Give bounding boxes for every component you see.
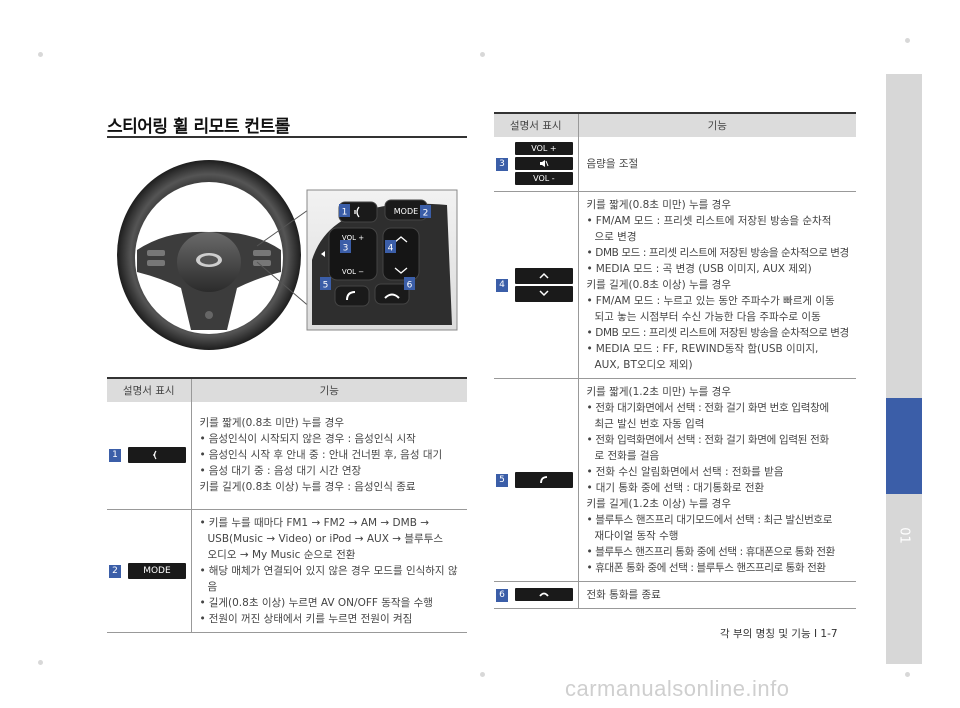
row-number-badge: 4 — [496, 278, 508, 292]
desc-line: 키를 길게(0.8초 이상) 누를 경우 — [586, 278, 732, 291]
desc-line: 전화 통화를 종료 — [586, 588, 661, 601]
svg-text:2: 2 — [423, 209, 429, 219]
left-function-table: 설명서 표시 기능 1 키를 짧게(0.8초 미만) 누를 경우 음성인식이 시… — [107, 377, 467, 633]
column-header-indicator: 설명서 표시 — [107, 377, 192, 402]
mode-button-icon: MODE — [127, 562, 186, 579]
svg-text:1: 1 — [342, 208, 348, 218]
column-header-function: 기능 — [191, 377, 467, 402]
desc-line: DMB 모드 : 프리셋 리스트에 저장된 방송을 순차적으로 변경 — [587, 325, 853, 341]
steering-wheel-diagram: MODE VOL + VOL − 1 2 3 4 — [107, 150, 467, 360]
call-icon — [514, 471, 573, 488]
desc-line: 전화 입력화면에서 선택 : 전화 걸기 화면에 입력된 전화 — [587, 432, 853, 448]
table-row: 5 키를 짧게(1.2초 미만) 누를 경우 전화 대기화면에서 선택 : 전화… — [494, 378, 856, 582]
desc-line: 키를 짧게(0.8초 미만) 누를 경우 — [199, 417, 345, 430]
chevron-down-icon — [514, 285, 573, 302]
callout-5: 5 — [320, 277, 331, 291]
desc-line: DMB 모드 : 프리셋 리스트에 저장된 방송을 순차적으로 변경 — [587, 245, 853, 261]
svg-text:4: 4 — [388, 244, 394, 254]
crop-mark — [905, 38, 910, 43]
desc-line: 대기 통화 중에 선택 : 대기통화로 전환 — [587, 480, 853, 496]
desc-line: 해당 매체가 연결되어 있지 않은 경우 모드를 인식하지 않 — [200, 563, 464, 579]
desc-line: 음성인식 시작 후 안내 중 : 안내 건너뛴 후, 음성 대기 — [200, 447, 464, 463]
vol-plus-label: VOL + — [342, 234, 364, 242]
crop-mark — [38, 52, 43, 57]
row-number-badge: 1 — [109, 449, 121, 463]
desc-line: 음 — [207, 580, 218, 593]
vol-minus-label: VOL − — [342, 268, 364, 276]
page-footer: 각 부의 명칭 및 기능 I 1-7 — [720, 628, 838, 640]
desc-line: AUX, BT오디오 제외) — [594, 358, 693, 371]
crop-mark — [480, 672, 485, 677]
chapter-tab-highlight — [886, 398, 922, 494]
vol-up-button-icon: VOL + — [514, 142, 573, 156]
desc-line: 키를 짧게(1.2초 미만) 누를 경우 — [586, 385, 732, 398]
vol-down-button-icon: VOL - — [514, 172, 573, 186]
right-function-table: 설명서 표시 기능 3 VOL + VOL - 음량을 조절 4 — [494, 112, 856, 609]
voice-recognition-icon — [127, 447, 186, 464]
crop-mark — [905, 672, 910, 677]
desc-line: 전화 수신 알림화면에서 선택 : 전화를 받음 — [587, 464, 853, 480]
desc-line: FM/AM 모드 : 프리셋 리스트에 저장된 방송을 순차적 — [587, 213, 853, 229]
desc-line: 음량을 조절 — [586, 157, 639, 170]
row-number-badge: 6 — [496, 588, 508, 602]
desc-line: MEDIA 모드 : FF, REWIND동작 함(USB 이미지, — [587, 341, 853, 357]
svg-text:5: 5 — [323, 281, 329, 291]
table-row: 3 VOL + VOL - 음량을 조절 — [494, 137, 856, 192]
callout-3: 3 — [340, 240, 351, 254]
desc-line: 키를 길게(1.2초 이상) 누를 경우 — [586, 497, 732, 510]
chapter-tab — [886, 74, 922, 664]
desc-line: 음성 대기 중 : 음성 대기 시간 연장 — [200, 463, 464, 479]
callout-4: 4 — [385, 240, 396, 254]
desc-line: 전원이 꺼진 상태에서 키를 누르면 전원이 켜짐 — [200, 611, 464, 627]
section-title-text: 스티어링 휠 리모트 컨트롤 — [107, 117, 290, 137]
desc-line: 오디오 → My Music 순으로 전환 — [207, 548, 356, 561]
callout-6: 6 — [404, 277, 415, 291]
table-row: 1 키를 짧게(0.8초 미만) 누를 경우 음성인식이 시작되지 않은 경우 … — [107, 402, 467, 510]
row-number-badge: 5 — [496, 473, 508, 487]
desc-line: 되고 놓는 시점부터 수신 가능한 다음 주파수로 이동 — [594, 310, 821, 323]
crop-mark — [480, 52, 485, 57]
callout-1: 1 — [339, 204, 350, 218]
column-header-function: 기능 — [578, 112, 856, 137]
desc-line: 키를 누를 때마다 FM1 → FM2 → AM → DMB → — [200, 515, 464, 531]
column-header-indicator: 설명서 표시 — [494, 112, 579, 137]
table-row: 2 MODE 키를 누를 때마다 FM1 → FM2 → AM → DMB → … — [107, 509, 467, 633]
desc-line: 블루투스 핸즈프리 통화 중에 선택 : 휴대폰으로 통화 전환 — [587, 544, 853, 560]
desc-line: 키를 짧게(0.8초 미만) 누를 경우 — [586, 198, 732, 211]
watermark: carmanualsonline.info — [565, 676, 790, 701]
section-title: 스티어링 휠 리모트 컨트롤 — [107, 112, 467, 138]
mute-icon — [514, 157, 573, 171]
desc-line: 키를 길게(0.8초 이상) 누를 경우 : 음성인식 종료 — [199, 481, 416, 494]
svg-text:3: 3 — [343, 244, 349, 254]
desc-line: 으로 변경 — [594, 230, 637, 243]
desc-line: 재다이얼 동작 수행 — [594, 529, 679, 542]
desc-line: FM/AM 모드 : 누르고 있는 동안 주파수가 빠르게 이동 — [587, 293, 853, 309]
end-call-icon — [514, 587, 573, 601]
table-row: 4 키를 짧게(0.8초 미만) 누를 경우 FM/AM 모드 : 프리셋 리스… — [494, 191, 856, 379]
desc-line: 로 전화를 걸음 — [594, 449, 660, 462]
desc-line: 블루투스 핸즈프리 대기모드에서 선택 : 최근 발신번호로 — [587, 512, 853, 528]
crop-mark — [38, 660, 43, 665]
desc-line: 휴대폰 통화 중에 선택 : 블루투스 핸즈프리로 통화 전환 — [587, 560, 853, 576]
desc-line: 전화 대기화면에서 선택 : 전화 걸기 화면 번호 입력창에 — [587, 400, 853, 416]
chevron-up-icon — [514, 267, 573, 284]
row-number-badge: 3 — [496, 157, 508, 171]
desc-line: USB(Music → Video) or iPod → AUX → 블루투스 — [207, 532, 444, 545]
mode-label: MODE — [394, 207, 418, 216]
svg-text:6: 6 — [407, 281, 413, 291]
row-number-badge: 2 — [109, 564, 121, 578]
desc-line: MEDIA 모드 : 곡 변경 (USB 이미지, AUX 제외) — [587, 261, 853, 277]
desc-line: 길게(0.8초 이상) 누르면 AV ON/OFF 동작을 수행 — [200, 595, 464, 611]
table-row: 6 전화 통화를 종료 — [494, 581, 856, 609]
callout-2: 2 — [420, 205, 431, 219]
desc-line: 음성인식이 시작되지 않은 경우 : 음성인식 시작 — [200, 431, 464, 447]
steering-wheel-illustration: MODE VOL + VOL − 1 2 3 4 — [117, 160, 458, 350]
desc-line: 최근 발신 번호 자동 입력 — [594, 417, 705, 430]
chapter-number: 01 — [896, 527, 912, 544]
